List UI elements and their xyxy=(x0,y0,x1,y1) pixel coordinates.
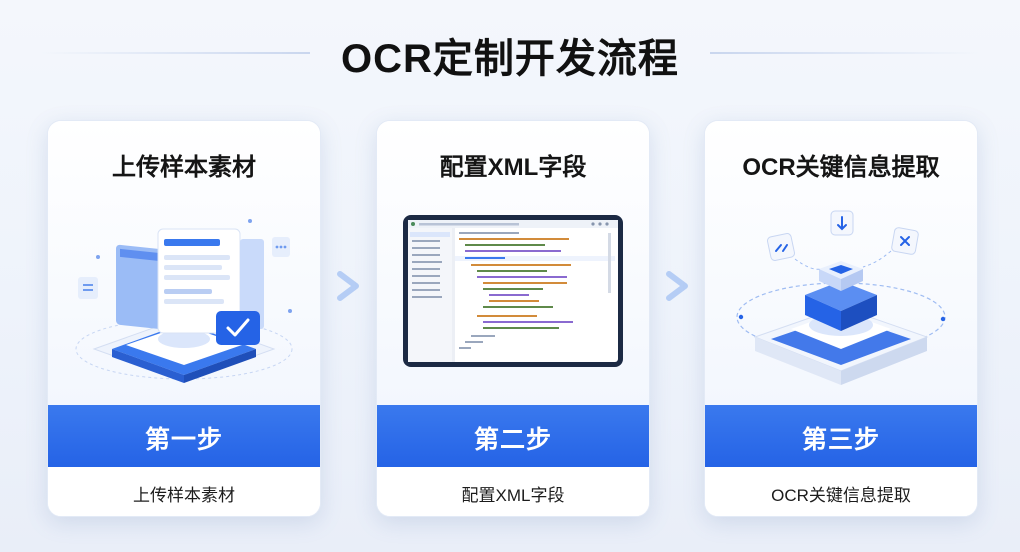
code-editor-illustration xyxy=(403,215,623,367)
step-card-2-caption: 配置XML字段 xyxy=(461,486,565,505)
title-divider-right xyxy=(710,52,980,54)
step-card-3: OCR关键信息提取 第三 xyxy=(704,120,978,517)
document-upload-illustration xyxy=(75,219,293,383)
step-card-1-band: 第一步 xyxy=(48,405,320,467)
step-card-1: 上传样本素材 xyxy=(47,120,321,517)
chevron-right-icon xyxy=(666,271,688,301)
step-card-1-caption: 上传样本素材 xyxy=(133,486,235,505)
step-card-2-top: 配置XML字段 xyxy=(377,121,649,405)
ocr-extraction-illustration xyxy=(736,210,946,385)
step-card-3-heading: OCR关键信息提取 xyxy=(742,154,940,181)
step-card-3-band: 第三步 xyxy=(705,405,977,467)
step-card-1-heading: 上传样本素材 xyxy=(112,154,256,181)
step-card-3-step-label: 第三步 xyxy=(801,426,880,454)
step-card-2-heading: 配置XML字段 xyxy=(439,154,587,181)
step-card-2-band: 第二步 xyxy=(377,405,649,467)
step-card-1-footer: 上传样本素材 xyxy=(48,467,320,516)
page-title: OCR定制开发流程 xyxy=(341,37,679,81)
step-card-1-step-label: 第一步 xyxy=(144,426,223,454)
step-card-2: 配置XML字段 xyxy=(376,120,650,517)
chevron-right-icon xyxy=(337,271,359,301)
step-card-2-footer: 配置XML字段 xyxy=(377,467,649,516)
step-card-3-footer: OCR关键信息提取 xyxy=(705,467,977,516)
title-divider-left xyxy=(40,52,310,54)
step-card-3-caption: OCR关键信息提取 xyxy=(771,486,911,505)
step-card-3-top: OCR关键信息提取 xyxy=(705,121,977,405)
step-card-2-step-label: 第二步 xyxy=(473,426,552,454)
title-row: OCR定制开发流程 xyxy=(0,22,1020,81)
step-card-1-top: 上传样本素材 xyxy=(48,121,320,405)
